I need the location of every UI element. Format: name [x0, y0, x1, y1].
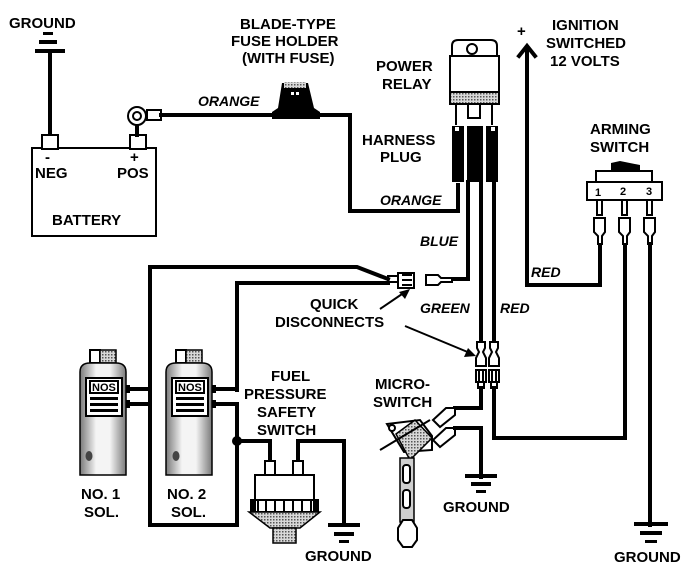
microswitch-ground-wire: [455, 428, 481, 477]
ground-label-arming: GROUND: [614, 549, 681, 566]
ground-label-fuel: GROUND: [305, 548, 372, 565]
wire-label-orange-bottom: ORANGE: [380, 192, 442, 208]
arming-switch: [587, 161, 662, 244]
sol2-label-line2: SOL.: [171, 504, 206, 521]
wire-label-orange-top: ORANGE: [198, 93, 260, 109]
harness-plug: [452, 126, 498, 182]
qd-arrow-upper: [380, 289, 410, 309]
inline-connector-green: [476, 342, 486, 388]
fuel-switch-wire-1: [237, 441, 270, 462]
nos-badge-1: NOS: [92, 382, 116, 394]
fuel-label-line1: FUEL: [271, 368, 310, 385]
blade-fuse-holder: [272, 82, 320, 119]
wire-label-green: GREEN: [420, 300, 471, 316]
solenoid-1: [80, 350, 130, 475]
arming-terminal-3: 3: [646, 186, 652, 198]
quick-disconnect-blue: [388, 273, 452, 288]
ignition-label-line3: 12 VOLTS: [550, 53, 620, 70]
qd-arrow-lower: [405, 326, 476, 357]
solenoid-2: [166, 350, 216, 475]
micro-label-line1: MICRO-: [375, 376, 430, 393]
ring-terminal: [128, 107, 161, 135]
fuel-pressure-switch: [249, 461, 320, 543]
fuse-label-line3: (WITH FUSE): [242, 50, 334, 67]
nos-badge-2: NOS: [178, 382, 202, 394]
wire-label-red-mid: RED: [500, 300, 530, 316]
power-relay: [450, 40, 499, 125]
quick-disconnects-label-line1: QUICK: [310, 296, 359, 313]
ground-label-top-left: GROUND: [9, 15, 76, 32]
arming-terminal-2: 2: [620, 186, 626, 198]
micro-label-line2: SWITCH: [373, 394, 432, 411]
arming-label-line1: ARMING: [590, 121, 651, 138]
fuel-label-line2: PRESSURE: [244, 386, 327, 403]
battery-neg-sign: -: [45, 149, 50, 166]
battery-neg-label: NEG: [35, 165, 68, 182]
ignition-label-line2: SWITCHED: [546, 35, 626, 52]
arming-label-line2: SWITCH: [590, 139, 649, 156]
ground-symbol-fuel: [328, 523, 360, 543]
fuse-label-line1: BLADE-TYPE: [240, 16, 336, 33]
relay-label-line2: RELAY: [382, 76, 431, 93]
inline-connector-red: [489, 342, 499, 388]
wire-label-red-arming: RED: [531, 264, 561, 280]
sol1-pos-wire: [130, 389, 150, 404]
wire-label-blue: BLUE: [420, 233, 459, 249]
green-wire-to-microswitch: [455, 388, 481, 408]
sol2-label-line1: NO. 2: [167, 486, 206, 503]
ground-symbol-arming: [634, 522, 668, 543]
battery-pos-label: POS: [117, 165, 149, 182]
fuel-label-line4: SWITCH: [257, 422, 316, 439]
quick-disconnects-label-line2: DISCONNECTS: [275, 314, 384, 331]
fuse-label-line2: FUSE HOLDER: [231, 33, 339, 50]
sol1-label-line1: NO. 1: [81, 486, 120, 503]
microswitch: [380, 408, 455, 547]
ground-label-micro: GROUND: [443, 499, 510, 516]
relay-label-line1: POWER: [376, 58, 433, 75]
arming-terminal-1: 1: [595, 187, 601, 199]
sol1-label-line2: SOL.: [84, 504, 119, 521]
fuel-label-line3: SAFETY: [257, 404, 316, 421]
harness-label-line2: PLUG: [380, 149, 422, 166]
battery-label: BATTERY: [52, 212, 121, 229]
ground-symbol-micro: [465, 474, 497, 493]
harness-label-line1: HARNESS: [362, 132, 435, 149]
ignition-label-line1: IGNITION: [552, 17, 619, 34]
battery-pos-sign: +: [130, 149, 139, 166]
ground-symbol-battery: [35, 32, 65, 53]
ignition-plus-sign: +: [517, 23, 526, 40]
